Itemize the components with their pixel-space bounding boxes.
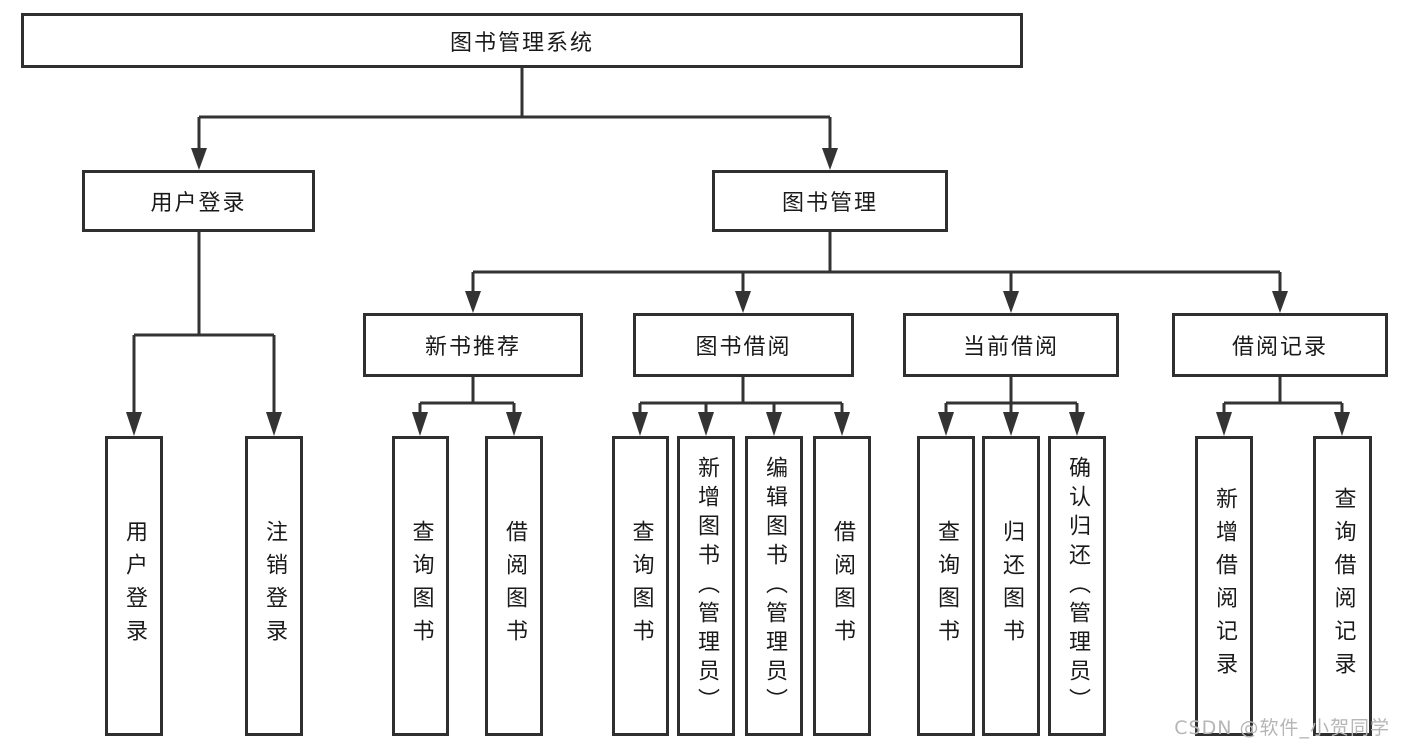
node-label: 图书借阅: [695, 335, 792, 360]
node-label: 借阅图书: [830, 520, 855, 652]
node-label: 用户登录: [122, 520, 147, 652]
leaf-add-borrow-record: 新增借阅记录: [1195, 436, 1253, 736]
leaf-return-books: 归还图书: [982, 436, 1040, 736]
connector-user-login-to-leaves: [126, 232, 282, 436]
node-user-login: 用户登录: [82, 170, 315, 232]
node-root: 图书管理系统: [21, 13, 1023, 68]
node-label: 查询图书: [408, 520, 434, 652]
connector-new-book-recommend-to-leaves: [412, 377, 522, 436]
connector-book-borrowing-to-leaves: [632, 377, 850, 436]
connector-borrowing-records-to-leaves: [1216, 377, 1350, 436]
node-label: 借阅图书: [502, 520, 527, 652]
leaf-borrow-books-recommend: 借阅图书: [485, 436, 543, 736]
node-book-borrowing: 图书借阅: [633, 313, 854, 377]
node-label: 图书管理系统: [449, 30, 594, 56]
node-label: 归还图书: [999, 520, 1024, 652]
node-label: 新增借阅记录: [1212, 487, 1237, 685]
node-label: 查询图书: [628, 520, 654, 652]
connector-root-to-level2: [191, 68, 838, 170]
leaf-query-books-borrowing: 查询图书: [612, 436, 669, 736]
node-label: 用户登录: [150, 191, 247, 216]
connector-book-management-to-level3: [465, 232, 1288, 313]
node-book-management: 图书管理: [712, 170, 948, 232]
node-label: 查询借阅记录: [1330, 487, 1356, 685]
node-current-borrowing: 当前借阅: [903, 313, 1119, 377]
leaf-query-books-recommend: 查询图书: [392, 436, 449, 736]
leaf-borrow-books-borrowing: 借阅图书: [813, 436, 871, 736]
node-borrowing-records: 借阅记录: [1172, 313, 1388, 377]
leaf-edit-book-admin: 编辑图书（管理员）: [745, 436, 803, 736]
connector-current-borrowing-to-leaves: [938, 377, 1085, 436]
node-label: 图书管理: [781, 191, 878, 216]
leaf-add-book-admin: 新增图书（管理员）: [677, 436, 735, 736]
node-label: 当前借阅: [962, 335, 1059, 360]
node-label: 查询图书: [934, 520, 959, 652]
leaf-query-borrow-record: 查询借阅记录: [1313, 436, 1372, 736]
node-label: 新增图书（管理员）: [694, 455, 719, 717]
node-label: 借阅记录: [1231, 335, 1328, 360]
node-new-book-recommend: 新书推荐: [363, 313, 583, 377]
node-label: 新书推荐: [424, 335, 521, 360]
node-label: 确认归还（管理员）: [1065, 455, 1090, 717]
csdn-watermark: CSDN @软件_小贺同学: [1174, 717, 1390, 739]
node-label: 注销登录: [262, 520, 287, 652]
leaf-user-login: 用户登录: [105, 436, 163, 736]
node-label: 编辑图书（管理员）: [762, 455, 787, 717]
leaf-confirm-return-admin: 确认归还（管理员）: [1048, 436, 1106, 736]
leaf-logout: 注销登录: [245, 436, 303, 736]
leaf-query-books-current: 查询图书: [917, 436, 975, 736]
